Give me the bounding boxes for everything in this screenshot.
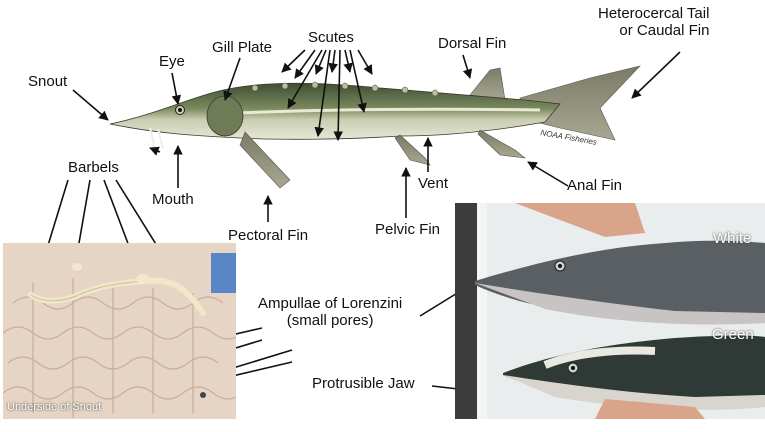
pelvic-fin-label: Pelvic Fin (375, 221, 441, 238)
anal-fin-label: Anal Fin (567, 177, 623, 194)
snout-label: Snout (28, 73, 68, 90)
barbels-label: Barbels (68, 159, 119, 176)
pectoral-fin-shape (239, 131, 291, 189)
pectoral-fin-label: Pectoral Fin (228, 227, 309, 244)
white-label: White (713, 230, 752, 247)
protrusible-jaw-label: Protrusible Jaw (312, 375, 415, 392)
heterocercal-label: Heterocercal Tail or Caudal Fin (598, 5, 710, 39)
dorsal-fin-label: Dorsal Fin (438, 35, 507, 52)
vent-label: Vent (418, 175, 449, 192)
underside-label: Underside of Snout (7, 401, 102, 413)
gill-plate-label: Gill Plate (212, 39, 273, 56)
heads-photo: White Green (455, 203, 765, 419)
eye-label: Eye (159, 53, 185, 70)
ampullae-label: Ampullae of Lorenzini (small pores) (258, 295, 403, 329)
green-label: Green (712, 326, 754, 343)
dorsal-fin-shape (469, 67, 506, 101)
scutes-label: Scutes (308, 29, 354, 46)
underside-snout-photo: Underside of Snout (3, 243, 236, 419)
mouth-label: Mouth (152, 191, 194, 208)
